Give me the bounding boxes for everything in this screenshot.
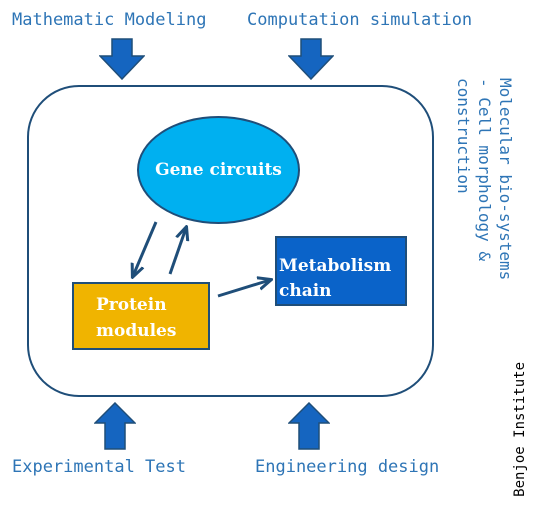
metabolism-chain-node: Metabolism chain bbox=[275, 236, 407, 306]
side-caption-line1: Molecular bio-systems bbox=[496, 78, 515, 281]
protein-label-line1: Protein bbox=[96, 295, 167, 315]
protein-label-line2: modules bbox=[96, 321, 177, 341]
metabolism-label-line1: Metabolism bbox=[279, 256, 392, 276]
side-caption-line3: construction bbox=[454, 78, 473, 194]
metabolism-chain-label: Metabolism chain bbox=[279, 254, 391, 304]
label-engineering-design: Engineering design bbox=[255, 457, 440, 477]
protein-modules-node: Protein modules bbox=[72, 282, 210, 350]
watermark-credit: Benjoe Institute bbox=[512, 362, 528, 497]
protein-modules-label: Protein modules bbox=[96, 292, 176, 344]
side-caption-line2: - Cell morphology & bbox=[475, 78, 494, 262]
down-arrow-icon bbox=[99, 38, 145, 80]
molecular-bio-systems-caption: Molecular bio-systems - Cell morphology … bbox=[453, 78, 516, 280]
label-experimental-test: Experimental Test bbox=[12, 457, 186, 477]
gene-circuits-node: Gene circuits bbox=[137, 116, 300, 224]
system-frame bbox=[27, 85, 434, 397]
label-computation-simulation: Computation simulation bbox=[247, 10, 473, 30]
up-arrow-icon bbox=[288, 402, 330, 450]
metabolism-label-line2: chain bbox=[279, 281, 332, 301]
down-arrow-icon bbox=[288, 38, 334, 80]
label-mathematic-modeling: Mathematic Modeling bbox=[12, 10, 207, 30]
gene-circuits-label: Gene circuits bbox=[155, 160, 282, 180]
up-arrow-icon bbox=[94, 402, 136, 450]
